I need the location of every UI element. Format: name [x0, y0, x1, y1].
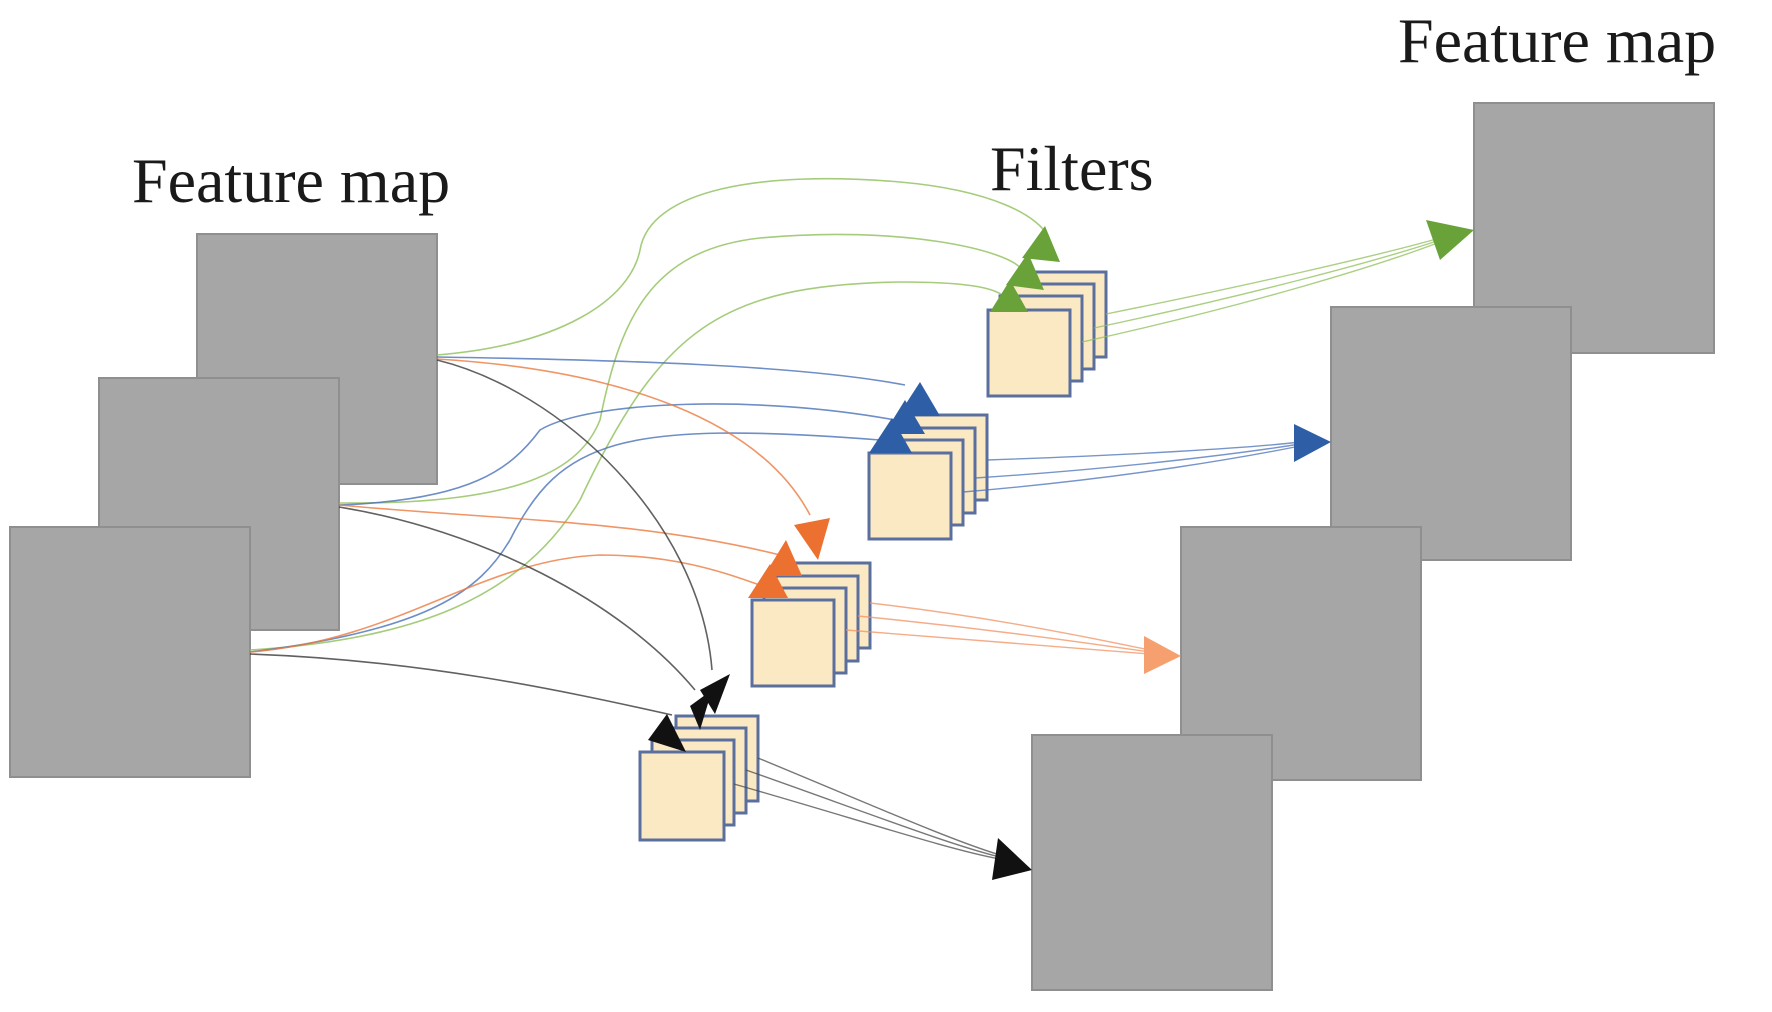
filter-group-orange: [750, 561, 872, 688]
input-feature-map-label: Feature map: [132, 145, 450, 216]
black-arrowhead-3: [648, 714, 686, 752]
orange-output-connections: [845, 602, 1151, 655]
orange-output-arrowhead: [1144, 636, 1181, 674]
output-feature-map-label: Feature map: [1398, 5, 1716, 76]
output-feature-maps: [1031, 102, 1715, 991]
input-feature-maps: [9, 233, 438, 778]
input-arrowheads: [648, 226, 1060, 752]
filter-green-0: [986, 308, 1072, 398]
input-feature-map-3: [9, 526, 251, 778]
green-arrowhead-1: [1022, 226, 1060, 262]
green-connections: [249, 177, 1051, 651]
output-feature-map-2: [1330, 306, 1572, 561]
orange-arrowhead-1: [794, 518, 830, 560]
blue-connections: [249, 356, 906, 653]
filters-label: Filters: [990, 133, 1154, 204]
black-connections: [249, 359, 713, 716]
orange-connections: [249, 358, 811, 653]
blue-arrowhead-3: [869, 418, 912, 453]
green-arrowhead-2: [1006, 253, 1044, 290]
black-arrowhead-1: [700, 674, 730, 714]
orange-arrowhead-2: [764, 540, 802, 576]
green-output-connections: [1081, 237, 1441, 343]
blue-output-arrowhead: [1294, 424, 1331, 462]
green-output-arrowhead: [1426, 220, 1474, 260]
output-feature-map-4: [1031, 734, 1273, 991]
orange-arrowhead-3: [748, 564, 788, 598]
black-output-arrowhead: [992, 838, 1032, 880]
green-arrowhead-3: [990, 280, 1028, 312]
filter-black-0: [638, 750, 726, 842]
filter-orange-0: [750, 598, 836, 688]
black-output-connections: [733, 757, 1001, 860]
black-arrowhead-2: [690, 690, 712, 730]
blue-output-connections: [962, 441, 1301, 493]
filter-blue-0: [867, 451, 953, 541]
output-arrowheads: [992, 220, 1474, 880]
